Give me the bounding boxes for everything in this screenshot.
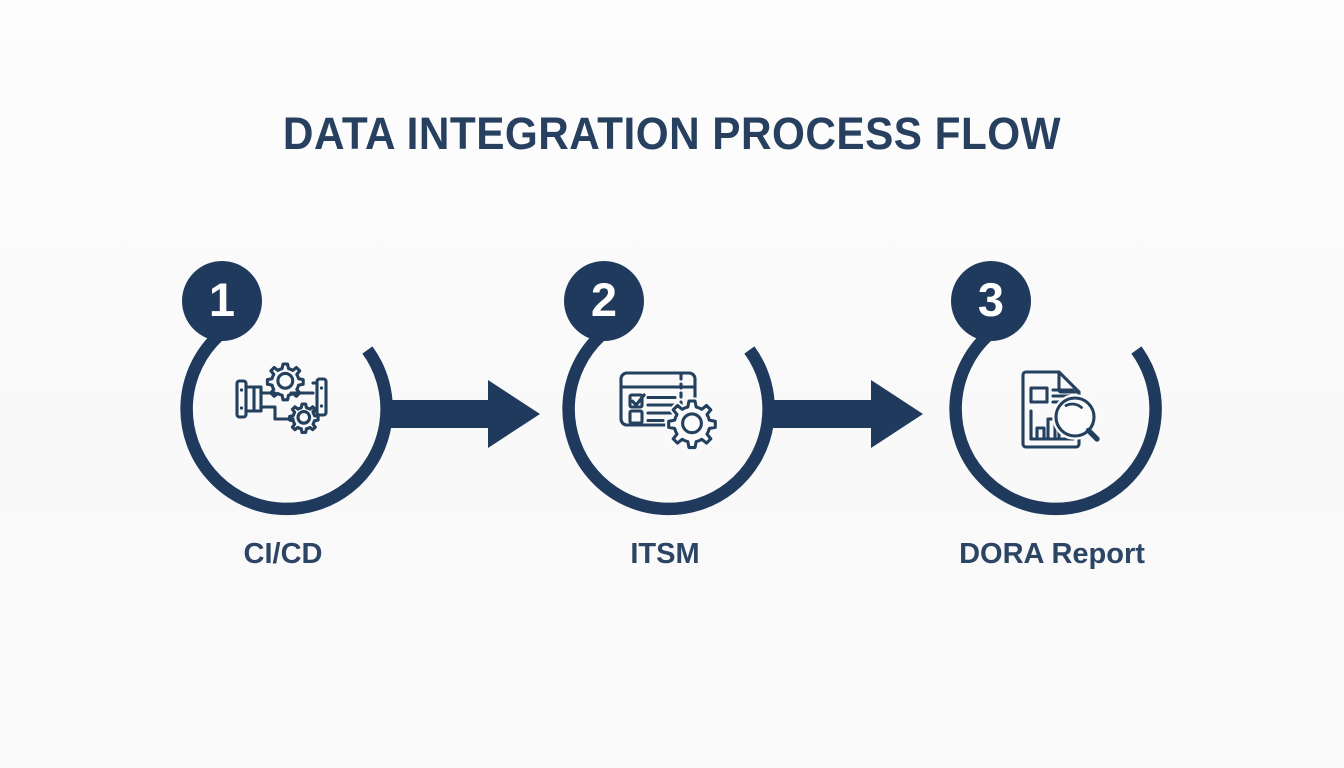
report-chart-magnifier-icon bbox=[1000, 351, 1104, 455]
flow-step-3[interactable]: 3 DORA Report bbox=[944, 261, 1162, 570]
step-label: CI/CD bbox=[243, 538, 323, 570]
step-ring bbox=[949, 331, 1162, 516]
step-label: ITSM bbox=[630, 538, 700, 570]
ticket-checklist-gear-icon bbox=[613, 351, 719, 455]
step-label: DORA Report bbox=[959, 538, 1145, 570]
pipeline-gears-icon bbox=[231, 351, 335, 455]
step-number-badge: 3 bbox=[951, 261, 1031, 341]
page-title: DATA INTEGRATION PROCESS FLOW bbox=[282, 108, 1062, 159]
step-number-badge: 1 bbox=[182, 261, 262, 341]
step-number: 2 bbox=[590, 272, 618, 326]
flow-step-2[interactable]: 2 ITSM bbox=[557, 261, 775, 570]
flow-step-1[interactable]: 1 CI/CD bbox=[175, 261, 393, 570]
step-number-badge: 2 bbox=[564, 261, 644, 341]
arrow-step-1-to-2 bbox=[385, 378, 540, 450]
step-number: 1 bbox=[208, 272, 236, 326]
arrow-step-2-to-3 bbox=[768, 378, 923, 450]
step-number: 3 bbox=[977, 272, 1005, 326]
